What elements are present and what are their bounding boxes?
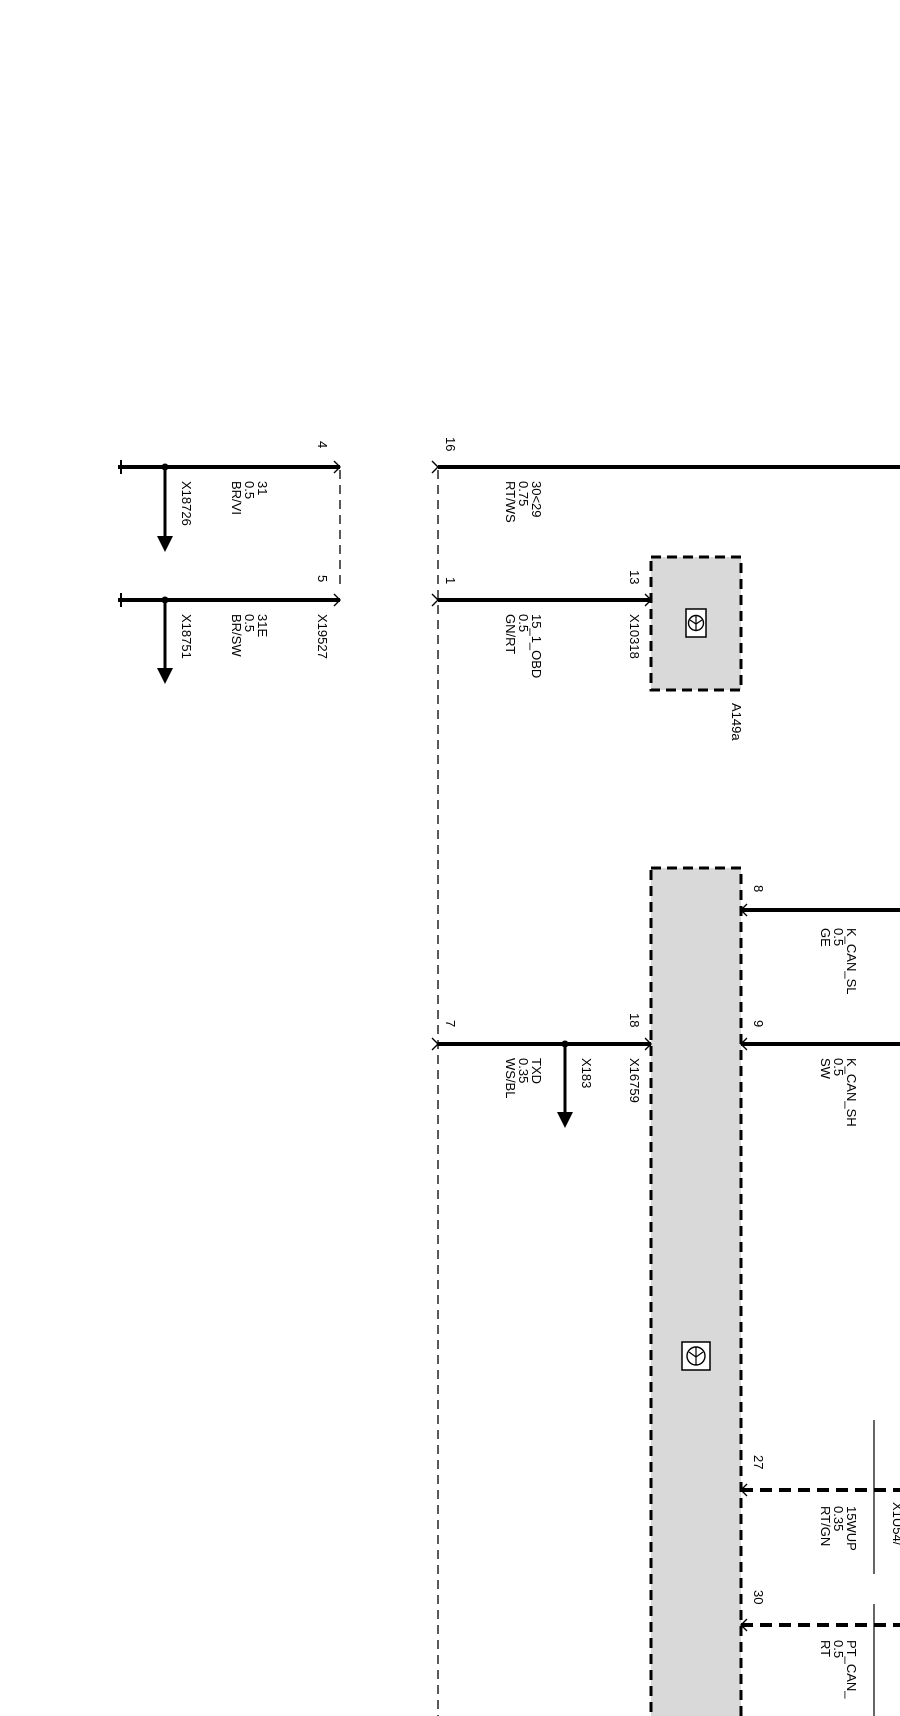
- wire-27-label: 15WUP 0.35 RT/GN: [818, 1506, 859, 1551]
- pin-27-stub: [740, 1483, 748, 1497]
- gateway-module-symbol-icon: [681, 1341, 711, 1371]
- pin-30-stub: [740, 1618, 748, 1632]
- x18751-arrow-icon[interactable]: [157, 668, 173, 684]
- wire-30-size: 0.5: [831, 1640, 846, 1658]
- pin-4-stub: [333, 460, 341, 474]
- pin-16-stub: [431, 460, 439, 474]
- x183-arrow-icon[interactable]: [557, 1112, 573, 1128]
- wire-9-signal: K_CAN_SH: [844, 1058, 859, 1127]
- wire-30-label: PT_CAN_ 0.5 RT: [818, 1640, 859, 1699]
- wire-16-size: 0.75: [516, 481, 531, 506]
- connector-x183-label: X183: [579, 1058, 594, 1088]
- pin-13-stub: [644, 593, 652, 607]
- wire-8-color: GE: [818, 928, 833, 947]
- connector-x10318-label: X10318: [627, 614, 642, 659]
- wire-8-signal: K_CAN_SL: [844, 928, 859, 994]
- connector-x19527-label: X19527: [315, 614, 330, 659]
- wire-8-size: 0.5: [831, 928, 846, 946]
- a149a-module-symbol-icon: [685, 608, 707, 638]
- wire-30-signal: PT_CAN_: [844, 1640, 859, 1699]
- wire-1-color: GN/RT: [503, 614, 518, 654]
- wire-9-label: K_CAN_SH 0.5 SW: [818, 1058, 859, 1127]
- pin-8-stub: [740, 903, 748, 917]
- wire-5-signal: 31E: [255, 614, 270, 637]
- wire-9-color: SW: [818, 1058, 833, 1080]
- branch-arrows: [157, 467, 573, 1128]
- wire-7-color: WS/BL: [503, 1058, 518, 1098]
- pin-stubs: [333, 460, 748, 1632]
- wire-4-signal: 31: [255, 481, 270, 495]
- pin-1-stub: [431, 593, 439, 607]
- connector-x18726-label: X18726: [179, 481, 194, 526]
- pin-1-label: 1: [443, 577, 458, 584]
- wire-7-label: TXD 0.35 WS/BL: [503, 1058, 544, 1098]
- wire-1-signal: 15_1_OBD: [529, 614, 544, 678]
- wire-8-label: K_CAN_SL 0.5 GE: [818, 928, 859, 994]
- wire-1-size: 0.5: [516, 614, 531, 632]
- pin-7-stub: [431, 1037, 439, 1051]
- pin-8-label: 8: [751, 885, 766, 892]
- wire-4-size: 0.5: [242, 481, 257, 499]
- pin-9-label: 9: [751, 1020, 766, 1027]
- wire-16-signal: 30<29: [529, 481, 544, 518]
- wire-7-size: 0.35: [516, 1058, 531, 1083]
- connector-x10547-label: X1U54/: [890, 1502, 900, 1546]
- wire-5-color: BR/SW: [229, 614, 244, 657]
- wire-30-color: RT: [818, 1640, 833, 1657]
- wire-9-size: 0.5: [831, 1058, 846, 1076]
- pin-9-stub: [740, 1037, 748, 1051]
- connector-x18751-label: X18751: [179, 614, 194, 659]
- wire-5-size: 0.5: [242, 614, 257, 632]
- pin-4-label: 4: [315, 441, 330, 448]
- wire-7-signal: TXD: [529, 1058, 544, 1084]
- wire-1-label: 15_1_OBD 0.5 GN/RT: [503, 614, 544, 678]
- optional-wires: [741, 1488, 900, 1627]
- pin-18-stub: [644, 1037, 652, 1051]
- dashed-frames: [339, 470, 439, 1716]
- wire-16-color: RT/WS: [503, 481, 518, 523]
- wire-4-label: 31 0.5 BR/VI: [229, 481, 270, 515]
- gateway-module[interactable]: [649, 866, 743, 1716]
- splice-dots: [161, 463, 569, 1048]
- wire-27-color: RT/GN: [818, 1506, 833, 1546]
- pin-16-label: 16: [443, 437, 458, 451]
- pin-5-label: 5: [315, 575, 330, 582]
- wire-5-label: 31E 0.5 BR/SW: [229, 614, 270, 657]
- connector-x16759-label: X16759: [627, 1058, 642, 1103]
- x18726-arrow-icon[interactable]: [157, 536, 173, 552]
- pin-7-label: 7: [443, 1020, 458, 1027]
- component-a149a-label: A149a: [729, 703, 744, 741]
- wire-16-label: 30<29 0.75 RT/WS: [503, 481, 544, 523]
- wire-27-size: 0.35: [831, 1506, 846, 1531]
- wire-27-signal: 15WUP: [844, 1506, 859, 1551]
- pin-5-stub: [333, 593, 341, 607]
- pin-18-label: 18: [627, 1013, 642, 1027]
- pin-13-label: 13: [627, 570, 642, 584]
- wire-4-color: BR/VI: [229, 481, 244, 515]
- pin-30-label: 30: [751, 1590, 766, 1604]
- pin-27-label: 27: [751, 1455, 766, 1469]
- wires: [118, 465, 900, 1046]
